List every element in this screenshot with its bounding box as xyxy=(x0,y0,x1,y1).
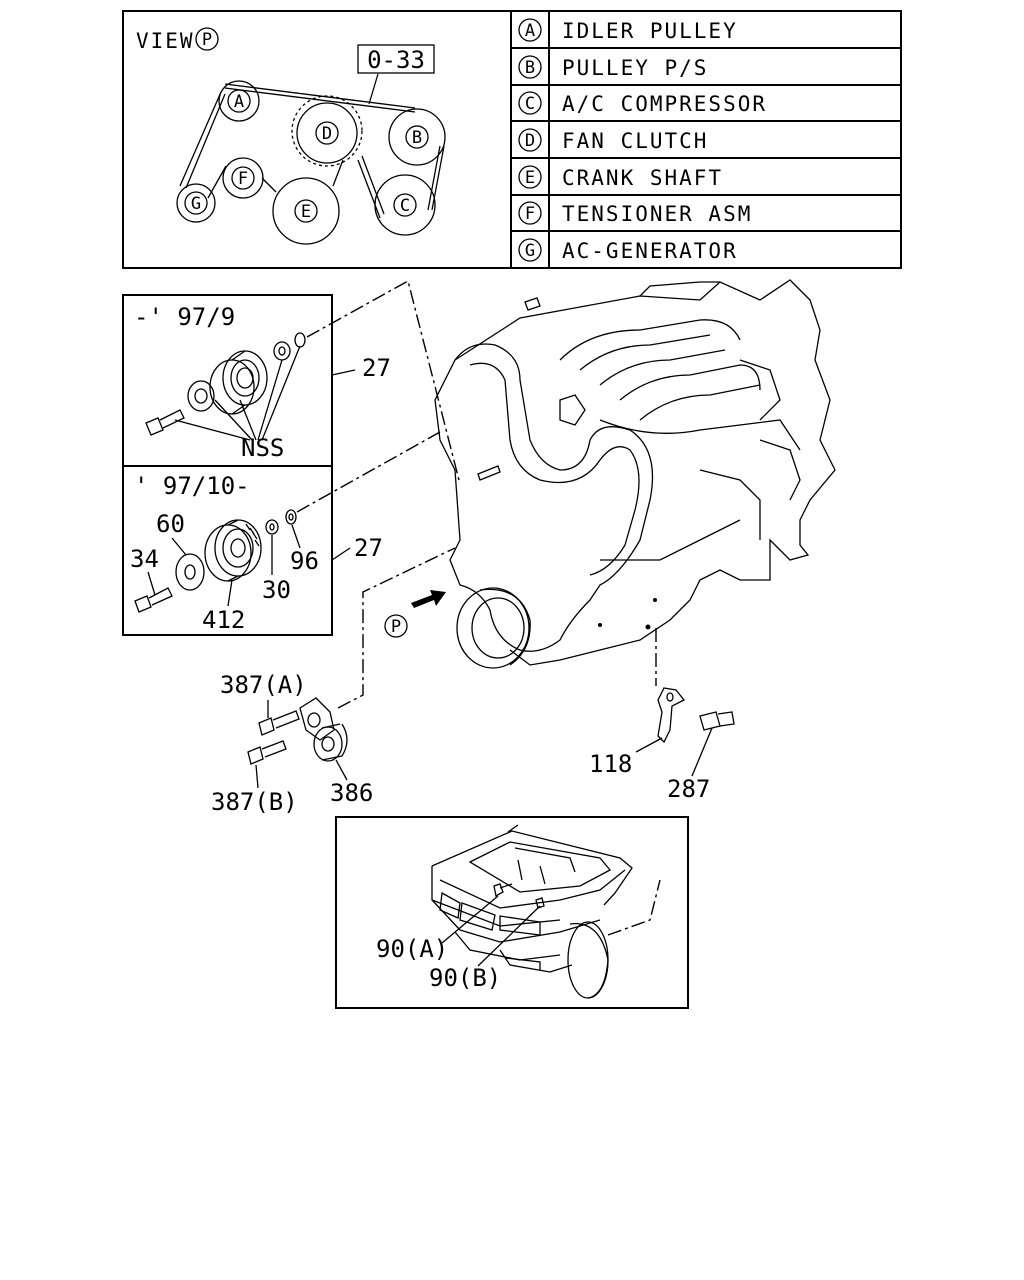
belt-routing xyxy=(179,83,445,219)
svg-text:D: D xyxy=(525,131,535,151)
pulley-b: B xyxy=(388,108,446,166)
part-90b-label: 90(B) xyxy=(429,964,501,992)
svg-text:A: A xyxy=(525,21,535,41)
svg-text:FAN CLUTCH: FAN CLUTCH xyxy=(562,129,708,153)
inset-early: -' 97/9 NSS 27 xyxy=(122,279,461,485)
part-387a-label: 387(A) xyxy=(220,671,307,699)
inset-late-callout: 27 xyxy=(354,534,383,562)
svg-text:TENSIONER ASM: TENSIONER ASM xyxy=(562,202,752,226)
svg-text:G: G xyxy=(191,194,201,214)
view-marker-letter: P xyxy=(391,617,401,637)
view-p-panel: VIEW P 0-33 A B xyxy=(122,10,902,269)
view-marker-circle xyxy=(384,614,408,638)
idler-assembly: 387(A) 387(B) 386 xyxy=(211,547,456,816)
svg-text:PULLEY P/S: PULLEY P/S xyxy=(562,56,708,80)
legend-row-e: E CRANK SHAFT xyxy=(518,165,723,190)
part-90a-label: 90(A) xyxy=(376,935,448,963)
engine-drawing: P xyxy=(384,279,836,669)
part-412-label: 412 xyxy=(202,606,245,634)
view-letter: P xyxy=(202,30,212,50)
part-387b-label: 387(B) xyxy=(211,788,298,816)
part-60-label: 60 xyxy=(156,510,185,538)
svg-text:CRANK SHAFT: CRANK SHAFT xyxy=(562,166,723,190)
svg-text:C: C xyxy=(400,196,410,216)
legend-row-f: F TENSIONER ASM xyxy=(518,201,752,226)
part-287-label: 287 xyxy=(667,775,710,803)
svg-text:G: G xyxy=(525,241,535,261)
view-title: VIEW xyxy=(136,29,195,53)
svg-text:E: E xyxy=(525,168,535,188)
pulley-e: E xyxy=(272,177,340,245)
ref-box xyxy=(357,44,435,74)
part-34-label: 34 xyxy=(130,545,159,573)
part-118-label: 118 xyxy=(589,750,632,778)
svg-text:F: F xyxy=(525,204,535,224)
part-96-label: 96 xyxy=(290,547,319,575)
pulley-d: D xyxy=(291,95,363,167)
bracket-assembly: 118 287 xyxy=(589,628,735,803)
pulley-c: C xyxy=(374,174,436,236)
inset-early-note: NSS xyxy=(241,434,284,462)
legend-row-a: A IDLER PULLEY xyxy=(518,18,738,43)
part-386-label: 386 xyxy=(330,779,373,807)
inset-late-period: ' 97/10- xyxy=(134,472,250,500)
pulley-a: A xyxy=(218,80,260,122)
svg-text:IDLER PULLEY: IDLER PULLEY xyxy=(562,19,738,43)
svg-text:F: F xyxy=(238,169,248,189)
svg-text:D: D xyxy=(322,124,332,144)
part-30-label: 30 xyxy=(262,576,291,604)
svg-text:E: E xyxy=(301,202,311,222)
svg-text:AC-GENERATOR: AC-GENERATOR xyxy=(562,239,738,263)
legend-row-g: G AC-GENERATOR xyxy=(518,238,738,263)
view-letter-circle xyxy=(195,27,219,51)
svg-text:B: B xyxy=(412,128,422,148)
svg-text:B: B xyxy=(525,58,535,78)
legend-row-b: B PULLEY P/S xyxy=(518,55,708,80)
view-arrow-icon xyxy=(411,590,446,608)
svg-text:C: C xyxy=(525,94,535,114)
vehicle-inset: 90(A) 90(B) xyxy=(335,816,689,1009)
legend-row-c: C A/C COMPRESSOR xyxy=(518,91,767,116)
svg-text:A: A xyxy=(234,92,244,112)
inset-early-callout: 27 xyxy=(362,354,391,382)
pulley-g: G xyxy=(176,183,216,223)
legend-table: A IDLER PULLEY B PULLEY P/S C A/C COMPRE… xyxy=(511,18,901,263)
ref-label: 0-33 xyxy=(367,46,425,74)
legend-row-d: D FAN CLUTCH xyxy=(518,128,708,153)
inset-late: ' 97/10- 60 34 412 30 96 27 xyxy=(122,431,441,636)
svg-text:A/C COMPRESSOR: A/C COMPRESSOR xyxy=(562,92,767,116)
pulley-f: F xyxy=(222,157,264,199)
inset-early-period: -' 97/9 xyxy=(134,303,235,331)
